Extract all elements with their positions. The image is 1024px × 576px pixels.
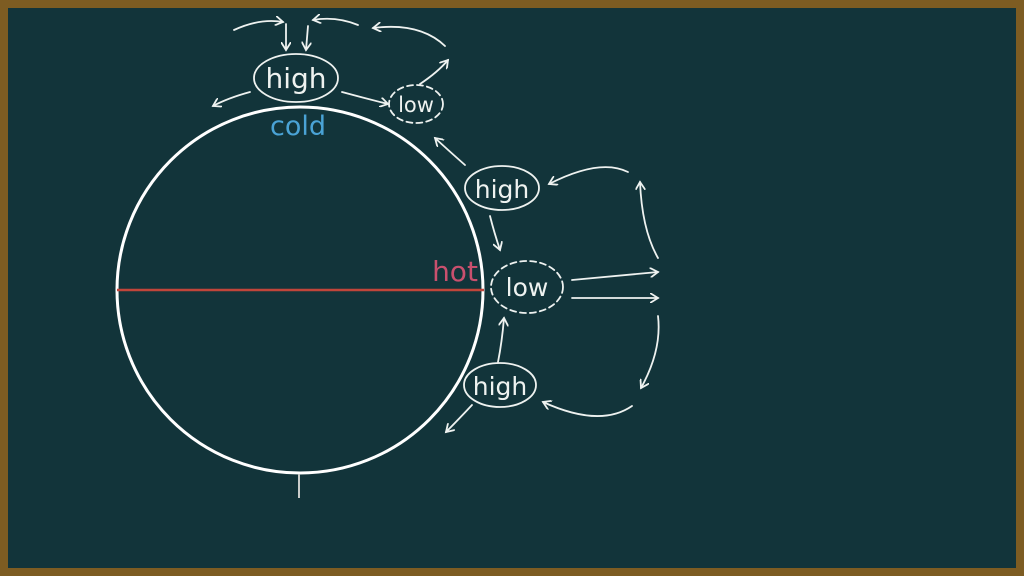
- arrow: [543, 402, 633, 417]
- airflow-arrows: [213, 19, 659, 432]
- arrow: [213, 91, 251, 106]
- high-top-ellipse: [253, 53, 339, 103]
- label-high-bottom: high: [473, 372, 528, 401]
- label-low-top: low: [398, 93, 434, 117]
- label-hot: hot: [432, 255, 478, 288]
- arrow: [306, 25, 308, 50]
- arrow: [640, 182, 659, 259]
- arrow: [233, 21, 283, 31]
- high-bottom-ellipse: [463, 362, 537, 408]
- arrow: [489, 215, 500, 250]
- label-low-mid: low: [506, 273, 549, 302]
- label-high-mid: high: [475, 175, 530, 204]
- label-high-top: high: [265, 62, 326, 95]
- arrow: [313, 19, 359, 26]
- arrow: [446, 404, 473, 432]
- arrow: [435, 138, 466, 166]
- arrow: [641, 315, 660, 388]
- arrow: [497, 318, 504, 363]
- arrow: [571, 272, 658, 281]
- label-cold: cold: [270, 111, 326, 142]
- high-mid-ellipse: [464, 165, 540, 211]
- arrow: [341, 91, 388, 104]
- arrow: [549, 166, 629, 184]
- arrow: [419, 60, 448, 85]
- arrow: [373, 27, 446, 47]
- low-mid-ellipse: [490, 260, 564, 314]
